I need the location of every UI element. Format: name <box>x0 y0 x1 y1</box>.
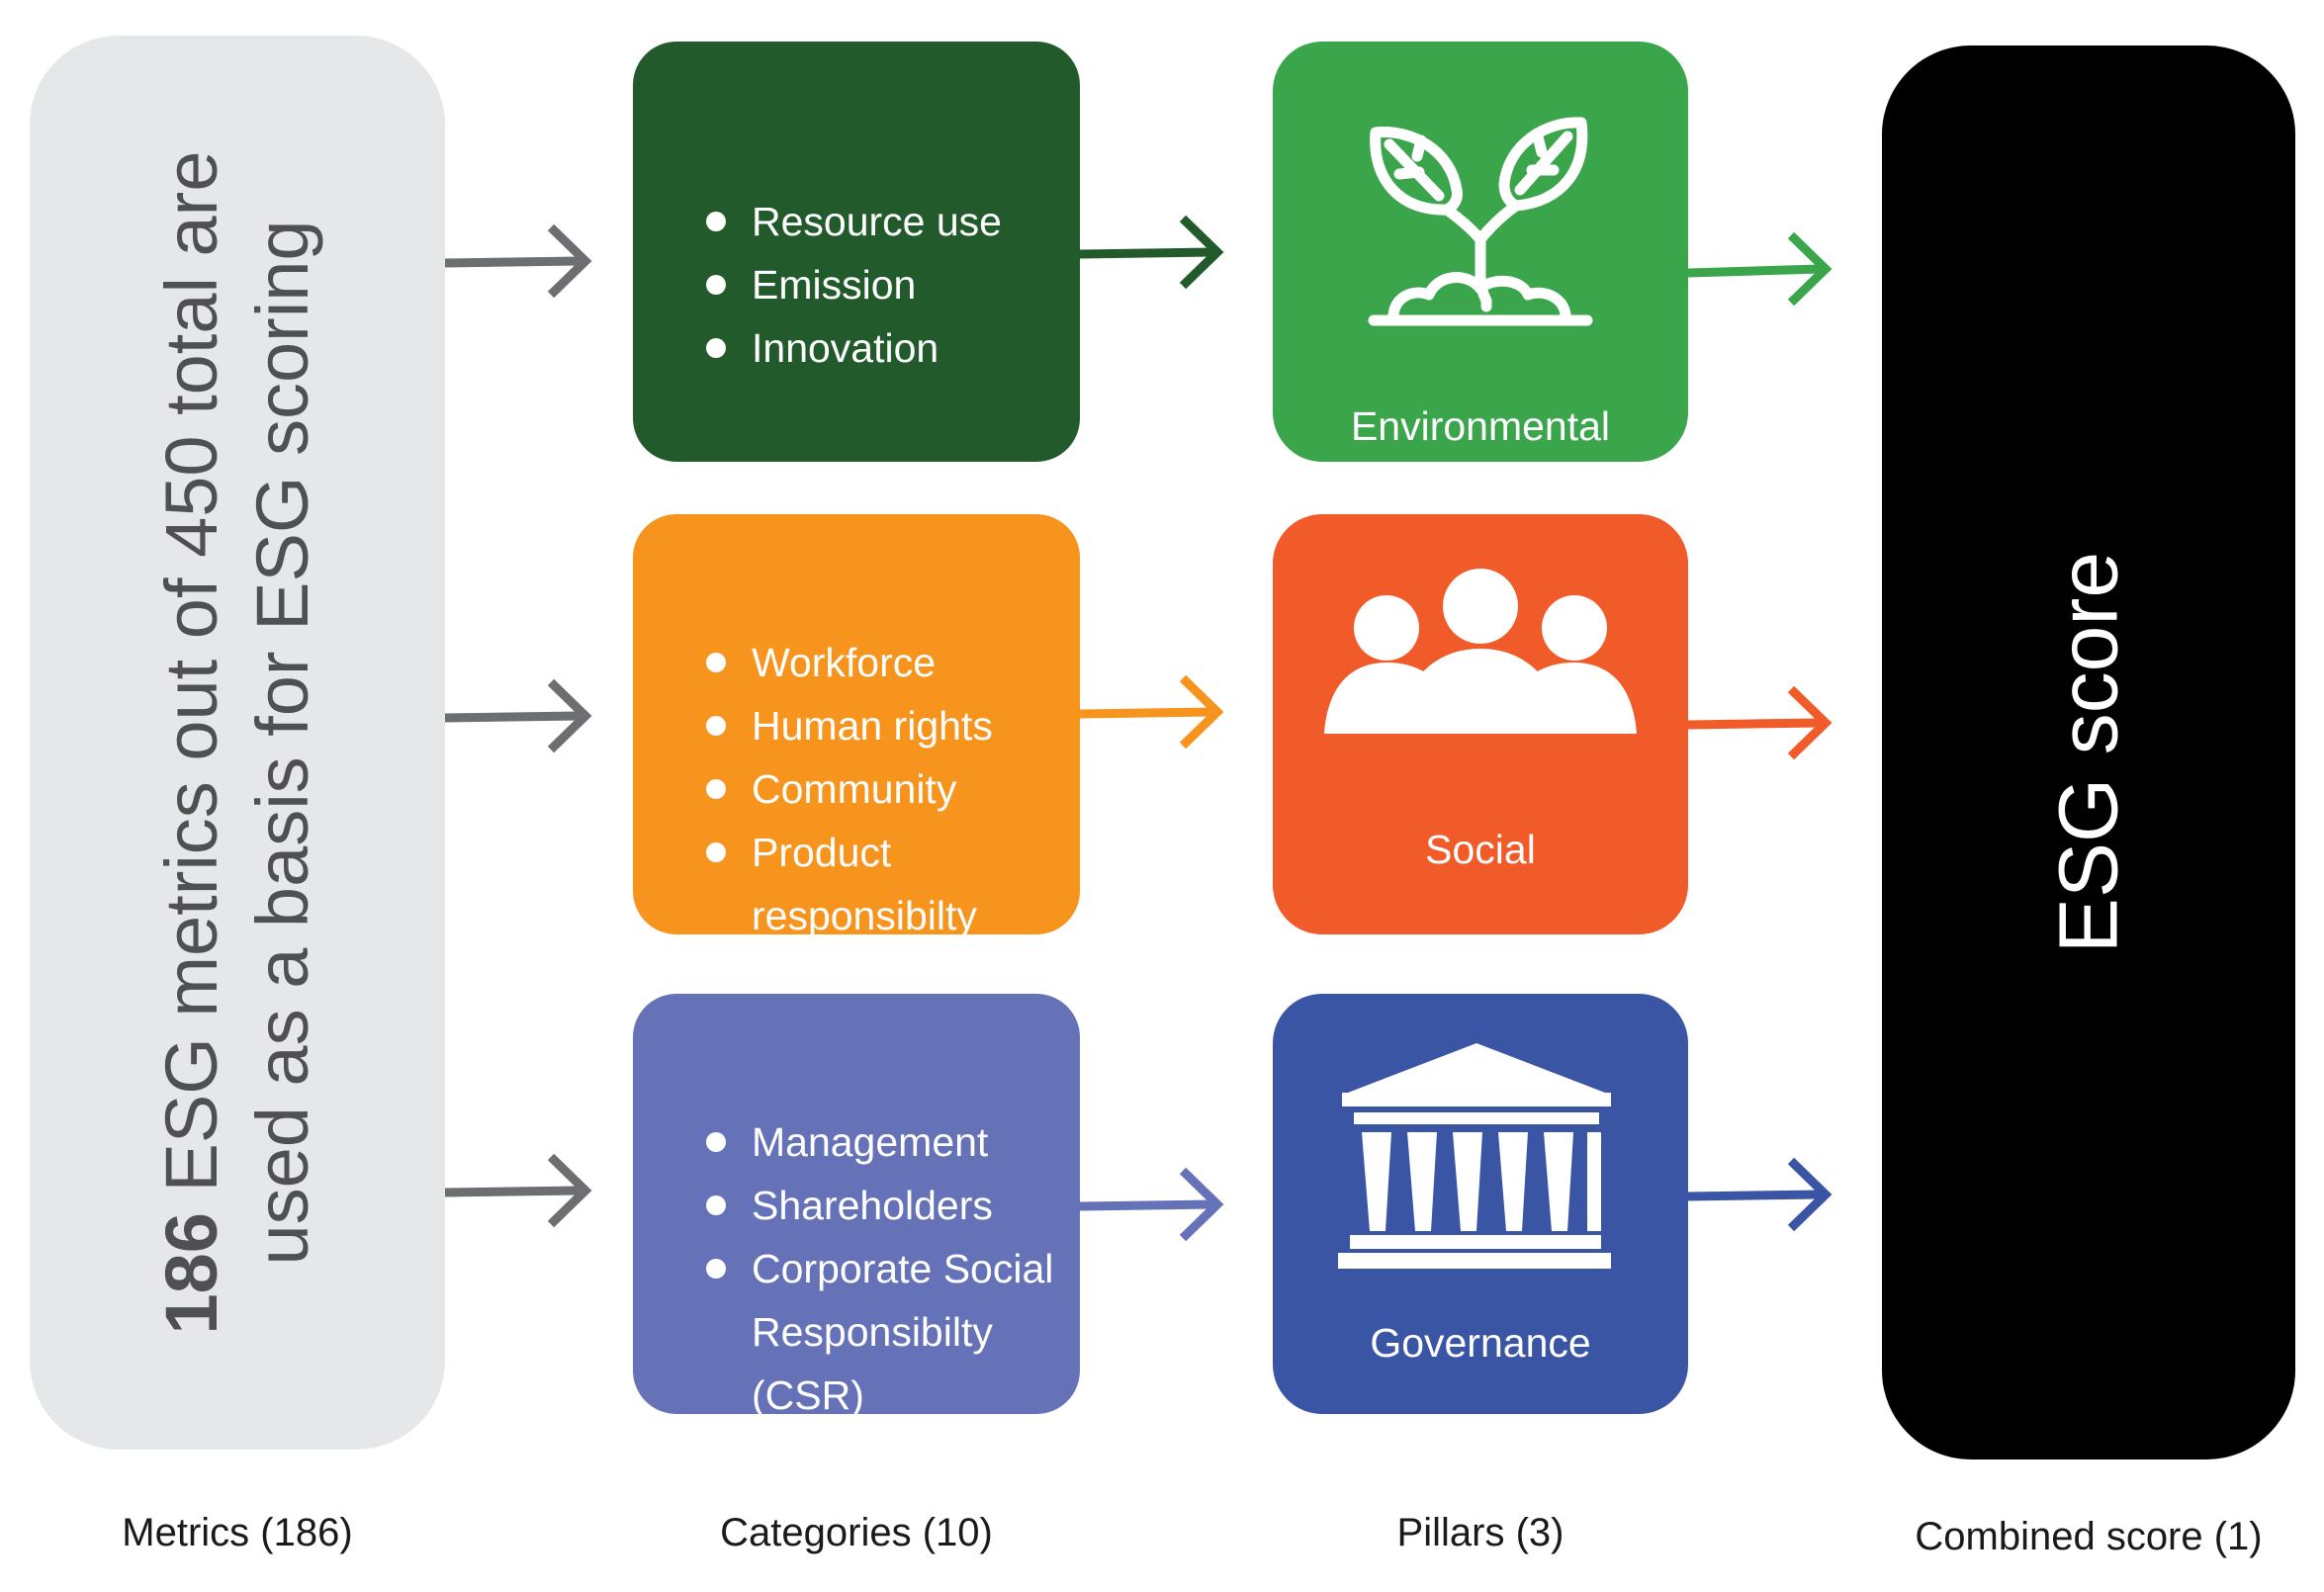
list-item: Emission <box>706 253 1060 316</box>
arrow-social-category-to-pillar <box>1079 674 1224 750</box>
list-item: Resource use <box>706 190 1060 253</box>
social-category-box: Workforce Human rights Community Product… <box>633 514 1080 938</box>
list-item: Innovation <box>706 316 1060 380</box>
list-item-continuation: (CSR) <box>752 1372 864 1418</box>
governance-category-list: Management Shareholders Corporate Social… <box>706 1110 1060 1427</box>
environmental-category-list: Resource use Emission Innovation <box>706 190 1060 380</box>
column-label-metrics: Metrics (186) <box>122 1511 353 1554</box>
arrow-metrics-to-social-category <box>444 678 592 753</box>
list-item-continuation: responsibilty <box>752 893 977 938</box>
social-pillar-box: Social <box>1273 514 1688 934</box>
governance-pillar-label: Governance <box>1370 1320 1591 1366</box>
esg-score-label: ESG score <box>2041 551 2135 954</box>
arrow-environmental-pillar-to-score <box>1687 231 1832 307</box>
esg-score-box: ESG score <box>1882 45 2295 1459</box>
people-group-icon <box>1324 569 1637 734</box>
list-item: Product <box>706 821 1060 884</box>
arrow-metrics-to-environmental-category <box>444 223 592 299</box>
column-label-pillars: Pillars (3) <box>1396 1511 1564 1554</box>
list-item: Human rights <box>706 694 1060 757</box>
metrics-count: 186 <box>150 1212 232 1335</box>
metrics-description-text: ESG metrics out of 450 total are used as… <box>150 150 323 1266</box>
metrics-description: 186 ESG metrics out of 450 total are use… <box>146 130 328 1356</box>
environmental-category-box: Resource use Emission Innovation <box>633 42 1080 462</box>
arrow-social-pillar-to-score <box>1687 685 1832 760</box>
column-label-combined-score: Combined score (1) <box>1915 1515 2263 1558</box>
environmental-pillar-label: Environmental <box>1350 403 1611 449</box>
institution-icon <box>1338 1043 1611 1269</box>
social-pillar-label: Social <box>1425 827 1536 872</box>
list-item: Corporate Social <box>706 1237 1060 1300</box>
governance-pillar-box: Governance <box>1273 994 1688 1414</box>
governance-category-box: Management Shareholders Corporate Social… <box>633 994 1080 1418</box>
arrow-governance-pillar-to-score <box>1687 1157 1832 1232</box>
environmental-pillar-box: Environmental <box>1273 42 1688 462</box>
sprout-icon <box>1368 117 1593 326</box>
metrics-box: 186 ESG metrics out of 450 total are use… <box>30 36 445 1450</box>
list-item: Workforce <box>706 631 1060 694</box>
arrow-governance-category-to-pillar <box>1079 1167 1224 1242</box>
list-item: Community <box>706 757 1060 821</box>
list-item: Shareholders <box>706 1174 1060 1237</box>
column-label-categories: Categories (10) <box>720 1511 993 1554</box>
arrow-metrics-to-governance-category <box>444 1153 592 1228</box>
social-category-list: Workforce Human rights Community Product… <box>706 631 1060 947</box>
arrow-environmental-category-to-pillar <box>1079 215 1224 290</box>
list-item: Management <box>706 1110 1060 1174</box>
list-item-continuation: Responsibilty <box>752 1309 993 1355</box>
